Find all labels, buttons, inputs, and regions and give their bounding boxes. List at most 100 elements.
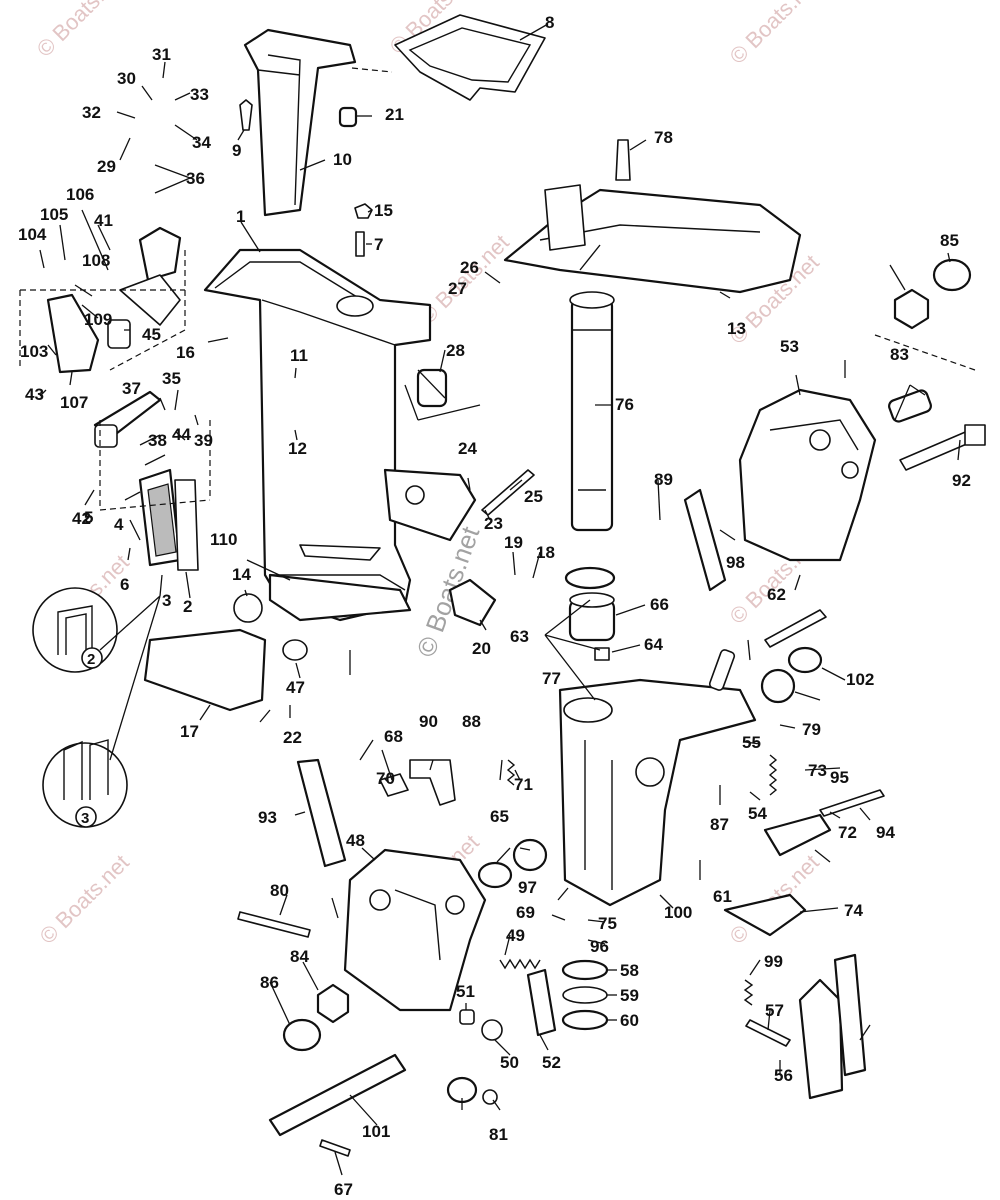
plate-2 <box>174 479 199 571</box>
callout-label: 14 <box>232 565 251 584</box>
bracket-78 <box>798 953 867 1100</box>
cap-90 <box>282 1018 322 1052</box>
bushing-67-right <box>760 668 796 704</box>
exhaust-tube-10 <box>243 28 357 217</box>
callout-label: 61 <box>713 887 732 906</box>
callout-label: 37 <box>122 379 141 398</box>
watermark: © Boats.net <box>725 0 824 69</box>
callout-label: 102 <box>846 670 874 689</box>
callout-label: 41 <box>94 211 113 230</box>
callout-label: 24 <box>458 439 477 458</box>
mount-24 <box>383 468 477 542</box>
leader-lines <box>39 23 961 1176</box>
cap-89 <box>932 258 972 292</box>
callout-label: 69 <box>516 903 535 922</box>
callout-label: 53 <box>780 337 799 356</box>
steering-tube-79 <box>569 291 615 532</box>
bolt-51 <box>459 1009 475 1025</box>
grommet-47 <box>282 639 308 661</box>
swivel-bracket-80 <box>558 678 757 907</box>
plate-71 <box>379 773 409 797</box>
callout-label: 62 <box>767 585 786 604</box>
callout-label: 15 <box>374 201 393 220</box>
callout-label: 9 <box>232 141 241 160</box>
callout-label: 31 <box>152 45 171 64</box>
callout-label: 51 <box>456 982 475 1001</box>
callout-label: 67 <box>334 1180 353 1199</box>
callout-label: 83 <box>890 345 909 364</box>
callout-label: 26 <box>460 258 479 277</box>
spring-72 <box>506 759 516 786</box>
bolt-84 <box>237 911 311 938</box>
callout-label: 90 <box>419 712 438 731</box>
ring-59 <box>562 986 608 1004</box>
callout-label: 35 <box>162 369 181 388</box>
callout-labels: 1 2 3 4 5 6 7 8 9 10 11 12 13 14 15 16 1… <box>18 13 971 1199</box>
callout-label: 2 <box>183 597 192 616</box>
callout-label: 95 <box>830 768 849 787</box>
tilt-lever-97 <box>296 758 347 868</box>
watermark: © Boats.net <box>32 0 131 62</box>
screw-9 <box>239 99 253 131</box>
callout-label: 80 <box>270 881 289 900</box>
guide-line <box>874 334 976 371</box>
callout-label: 25 <box>524 487 543 506</box>
stern-bracket-53 <box>738 388 877 562</box>
bushing-21 <box>338 106 358 128</box>
callout-label: 36 <box>186 169 205 188</box>
callout-label: 10 <box>333 150 352 169</box>
callout-label: 79 <box>802 720 821 739</box>
washer-50 <box>481 1019 503 1041</box>
callout-label: 56 <box>774 1066 793 1085</box>
callout-label: 63 <box>510 627 529 646</box>
callout-label: 101 <box>362 1122 390 1141</box>
callout-label: 59 <box>620 986 639 1005</box>
callout-label: 21 <box>385 105 404 124</box>
callout-label: 70 <box>376 769 395 788</box>
callout-label: 43 <box>25 385 44 404</box>
callout-label: 6 <box>120 575 129 594</box>
callout-label: 109 <box>84 310 112 329</box>
callout-label: 106 <box>66 185 94 204</box>
callout-label: 96 <box>590 937 609 956</box>
callout-label: 32 <box>82 103 101 122</box>
callout-label: 22 <box>283 728 302 747</box>
tilt-rod-96 <box>899 424 986 471</box>
bolt-62 <box>764 609 827 648</box>
callout-label: 110 <box>210 530 237 549</box>
callout-label: 97 <box>518 878 537 897</box>
callout-label: 54 <box>748 804 767 823</box>
callout-label: 75 <box>598 914 617 933</box>
callout-label: 8 <box>545 13 554 32</box>
callout-label: 87 <box>710 815 729 834</box>
callout-label: 89 <box>654 470 673 489</box>
callout-label: 78 <box>654 128 673 147</box>
inset-detail-3: 3 <box>42 739 128 828</box>
callout-label: 103 <box>20 342 48 361</box>
callout-label: 73 <box>808 761 827 780</box>
callout-label: 38 <box>148 431 167 450</box>
callout-label: 45 <box>142 325 161 344</box>
callout-label: 85 <box>940 231 959 250</box>
bumper-14 <box>233 593 263 623</box>
callout-label: 42 <box>72 509 91 528</box>
lever-74 <box>723 893 807 937</box>
support-bar-105 <box>268 1053 407 1137</box>
callout-label: 100 <box>664 903 692 922</box>
link-45 <box>107 319 131 349</box>
callout-label: 3 <box>162 591 171 610</box>
throttle-lever-41 <box>119 226 182 326</box>
nut-15 <box>354 203 373 219</box>
watermark: © Boats.net <box>35 850 134 949</box>
callout-label: 108 <box>82 251 110 270</box>
gasket-8 <box>394 14 546 101</box>
callout-label: 60 <box>620 1011 639 1030</box>
callout-label: 18 <box>536 543 555 562</box>
bottom-plate-114 <box>268 573 412 622</box>
callout-label: 94 <box>876 823 895 842</box>
callout-label: 7 <box>374 235 383 254</box>
washer-106-left <box>477 861 513 889</box>
callout-label: 19 <box>504 533 523 552</box>
